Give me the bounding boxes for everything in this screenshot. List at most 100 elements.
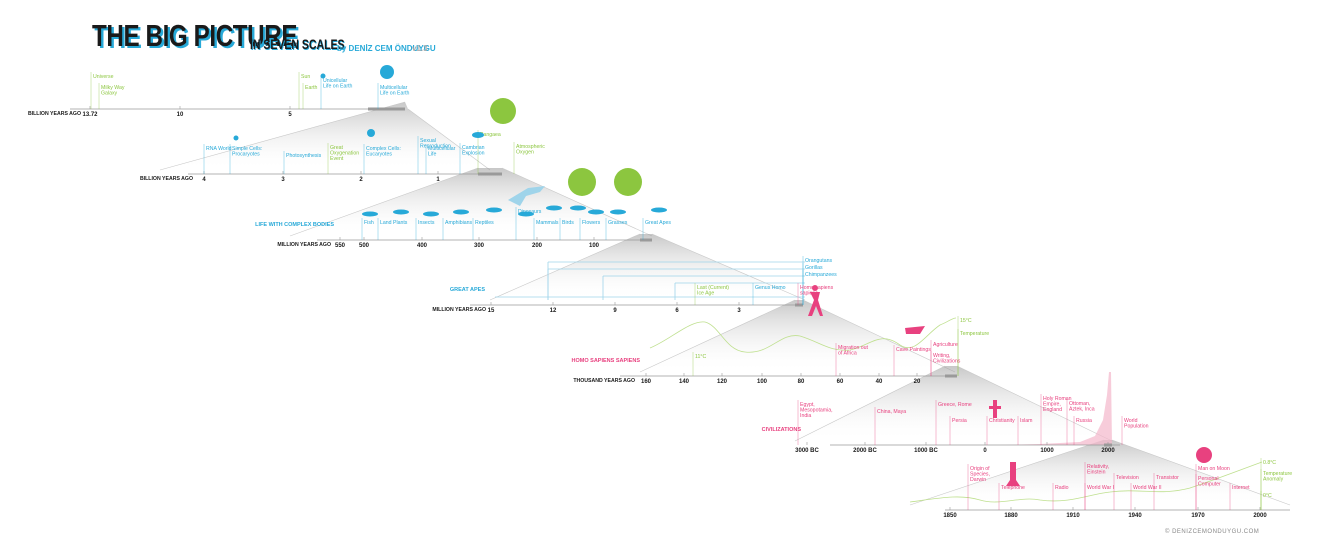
tick-label: 20 [914,379,921,385]
event-label: World War I [1087,485,1114,491]
tick-label: 300 [474,243,485,249]
tick-label: 550 [335,243,346,249]
tick-label: 80 [798,379,805,385]
tick-label: 500 [359,243,370,249]
tick-label: 1880 [1004,513,1018,519]
zoom-cone-edge [909,439,1105,506]
event-label: Telephone [1001,485,1025,491]
event-label: Grasses [608,220,628,226]
tick-label: 120 [717,379,728,385]
zoom-cone-edge [639,299,796,373]
tick-label: 1000 [1040,448,1054,454]
species-icon [362,211,378,217]
zoom-cone [910,440,1290,505]
species-icon [588,209,604,215]
tick-label: 2000 [1101,448,1115,454]
copyright-footer: © DENIZCEMONDUYGU.COM [1165,529,1260,535]
temperature-curve [649,317,957,353]
species-icon [651,207,667,213]
tick-label: 6 [675,308,679,314]
tick-label: 13.72 [82,112,98,118]
axis-label: THOUSAND YEARS AGO [573,378,635,384]
event-label: Television [1116,475,1139,481]
version-label: v1.3 [412,44,428,53]
dinosaur-icon [508,186,545,206]
tick-label: 200 [532,243,543,249]
tick-label: 10 [177,112,184,118]
event-label: Birds [562,220,574,226]
species-icon [453,209,469,215]
category-label: HOMO SAPIENS SAPIENS [572,358,641,364]
zoom-cone-edge [407,108,491,171]
human-head-icon [812,285,818,291]
event-label: Complex Cells:Eucaryotes [366,146,401,157]
event-label: Ottoman,Aztek, Inca [1069,401,1095,412]
tick-label: 160 [641,379,652,385]
zoom-cone-edge [651,233,806,301]
tick-label: 40 [876,379,883,385]
event-label: Amphibians [445,220,473,226]
event-label: Mammals [536,220,559,226]
event-label: Radio [1055,485,1069,491]
human-icon [808,292,823,316]
zoom-cone [795,366,1112,441]
species-icon [423,211,439,217]
tick-label: 2000 BC [853,448,877,454]
event-label: Chimpanzees [805,272,837,278]
tick-label: 60 [837,379,844,385]
event-label: Agriculture [933,342,958,348]
event-label: Persia [952,418,967,424]
event-label: Fish [364,220,374,226]
event-label: Land Plants [380,220,408,226]
tick-label: 2 [359,177,363,183]
event-label: Russia [1076,418,1092,424]
page-subtitle: IN SEVEN SCALES [250,36,345,52]
tick-label: 1000 BC [914,448,938,454]
tick-label: 100 [589,243,600,249]
zoom-cone-edge [501,167,653,237]
zoom-cone-edge [159,101,406,171]
zoom-cone [290,168,652,236]
tick-label: 5 [288,112,292,118]
tick-label: 9 [613,308,617,314]
event-label: Christianity [989,418,1015,424]
event-label: Temperature [960,331,989,337]
zoom-cone [490,234,805,300]
tick-label: 100 [757,379,768,385]
event-label: Sun [301,74,310,80]
cell-icon [233,135,239,141]
cave-painting-icon [905,326,925,334]
tick-label: 3 [281,177,285,183]
event-label: Simple Cells:Procaryotes [232,146,262,157]
tick-label: 3000 BC [795,448,819,454]
event-label: Reptiles [475,220,494,226]
event-label: 0°C [1263,493,1272,499]
event-label: RNA World [206,146,232,152]
event-label: Islam [1020,418,1032,424]
event-label: Genus Homo [755,285,786,291]
event-label: Photosynthesis [286,153,322,159]
tick-label: 2000 [1253,513,1267,519]
event-label: 11°C [695,354,706,360]
species-icon [518,211,534,217]
event-label: Relativity,Einstein [1087,464,1109,475]
tick-label: 1940 [1128,513,1142,519]
event-label: Universe [93,74,114,80]
globe-icon [568,168,596,196]
axis-label: BILLION YEARS AGO [28,111,81,117]
tick-label: 140 [679,379,690,385]
world-population-area [1000,372,1112,445]
category-label: GREAT APES [450,287,485,293]
trilobite-icon [472,132,484,138]
zoom-cone-edge [956,365,1113,442]
tick-label: 1910 [1066,513,1080,519]
event-label: World War II [1133,485,1162,491]
